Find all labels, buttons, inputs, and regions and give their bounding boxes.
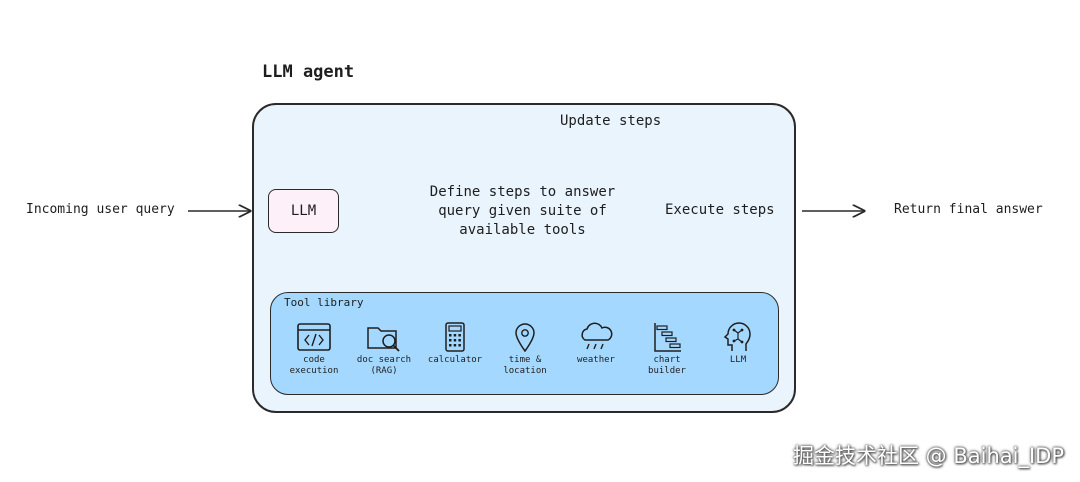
calculator-icon: [445, 322, 465, 352]
update-steps-label: Update steps: [560, 113, 662, 129]
define-steps-label: Define steps to answer query given suite…: [429, 184, 616, 238]
return-answer-label: Return final answer: [894, 202, 1043, 217]
tool-label: code execution: [289, 355, 339, 376]
tool-time-location: time & location: [485, 322, 565, 377]
tool-library-container: [270, 292, 779, 395]
tool-code-execution: code execution: [274, 322, 354, 377]
tool-doc-search: doc search (RAG): [344, 322, 424, 377]
tool-llm: LLM: [698, 322, 778, 366]
tool-label: calculator: [427, 355, 483, 365]
location-pin-icon: [515, 323, 535, 352]
tool-label: LLM: [729, 355, 747, 365]
tool-calculator: calculator: [415, 322, 495, 366]
tool-label: time & location: [503, 355, 547, 376]
incoming-query-label: Incoming user query: [26, 202, 175, 217]
tool-label: doc search (RAG): [356, 355, 412, 376]
tool-label: chart builder: [648, 355, 686, 376]
weather-icon: [581, 322, 613, 350]
brain-icon: [723, 322, 751, 351]
tool-library-title: Tool library: [284, 296, 364, 309]
chart-icon: [654, 323, 681, 352]
llm-node-label: LLM: [290, 203, 317, 219]
llm-node: LLM: [268, 189, 339, 233]
agent-title: LLM agent: [262, 62, 355, 82]
code-icon: [297, 323, 331, 351]
execute-steps-label: Execute steps: [665, 202, 775, 218]
tool-chart-builder: chart builder: [627, 322, 707, 377]
tool-label: weather: [577, 355, 615, 365]
watermark: 掘金技术社区 @ Baihai_IDP: [793, 444, 1064, 468]
doc-search-icon: [367, 327, 400, 352]
tool-weather: weather: [556, 322, 636, 366]
